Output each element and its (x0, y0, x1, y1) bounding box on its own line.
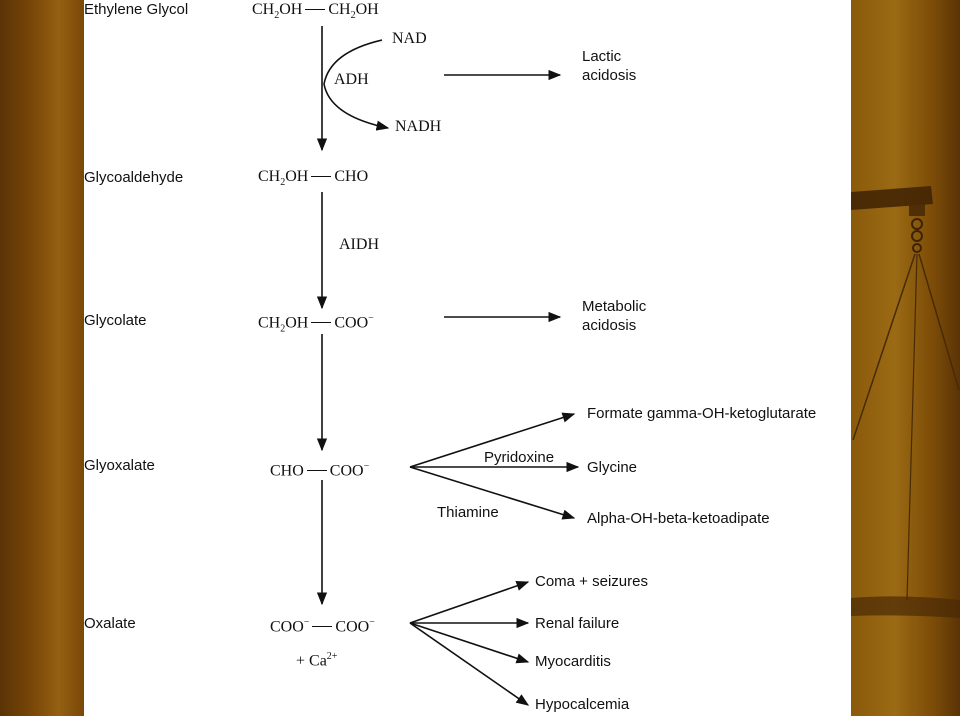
compound-name: Oxalate (84, 615, 136, 632)
formula-oxalate: COO−COO− (270, 617, 375, 636)
aldh-label: AIDH (339, 236, 379, 253)
calcium-ion: + Ca2+ (296, 651, 338, 670)
scales-of-justice-icon (851, 186, 960, 618)
outcome-hypocalcemia: Hypocalcemia (535, 696, 630, 713)
left-border-decoration (0, 0, 84, 716)
nad-nadh-arrow (323, 39, 390, 131)
product-formate: Formate gamma-OH-ketoglutarate (587, 405, 817, 422)
arrow-ketoadipate (409, 466, 576, 520)
product-ketoadipate: Alpha-OH-beta-ketoadipate (587, 510, 770, 527)
thiamine-label: Thiamine (437, 504, 499, 521)
product-glycine: Glycine (587, 459, 638, 476)
arrow-formate (409, 412, 576, 468)
outcome-myocarditis: Myocarditis (535, 653, 611, 670)
adh-label: ADH (334, 71, 369, 88)
outcome-renal-failure: Renal failure (535, 615, 620, 632)
outcome-coma-seizures: Coma + seizures (535, 573, 648, 590)
right-border-decoration (851, 0, 960, 716)
compound-name: Glycolate (84, 312, 147, 329)
pyridoxine-label: Pyridoxine (484, 449, 555, 466)
arrow-coma (409, 580, 530, 624)
compound-name: Glycoaldehyde (84, 169, 184, 186)
metabolic-pathway-diagram: Ethylene Glycol Glycoaldehyde Glycolate … (84, 0, 851, 716)
pathway-arrows (316, 26, 580, 706)
arrow-hypocalcemia (409, 622, 530, 706)
compound-name: Ethylene Glycol (84, 1, 189, 18)
compound-name: Glyoxalate (84, 457, 155, 474)
arrow-myocarditis (409, 622, 530, 664)
nad-label: NAD (392, 30, 427, 47)
nadh-label: NADH (395, 118, 442, 135)
